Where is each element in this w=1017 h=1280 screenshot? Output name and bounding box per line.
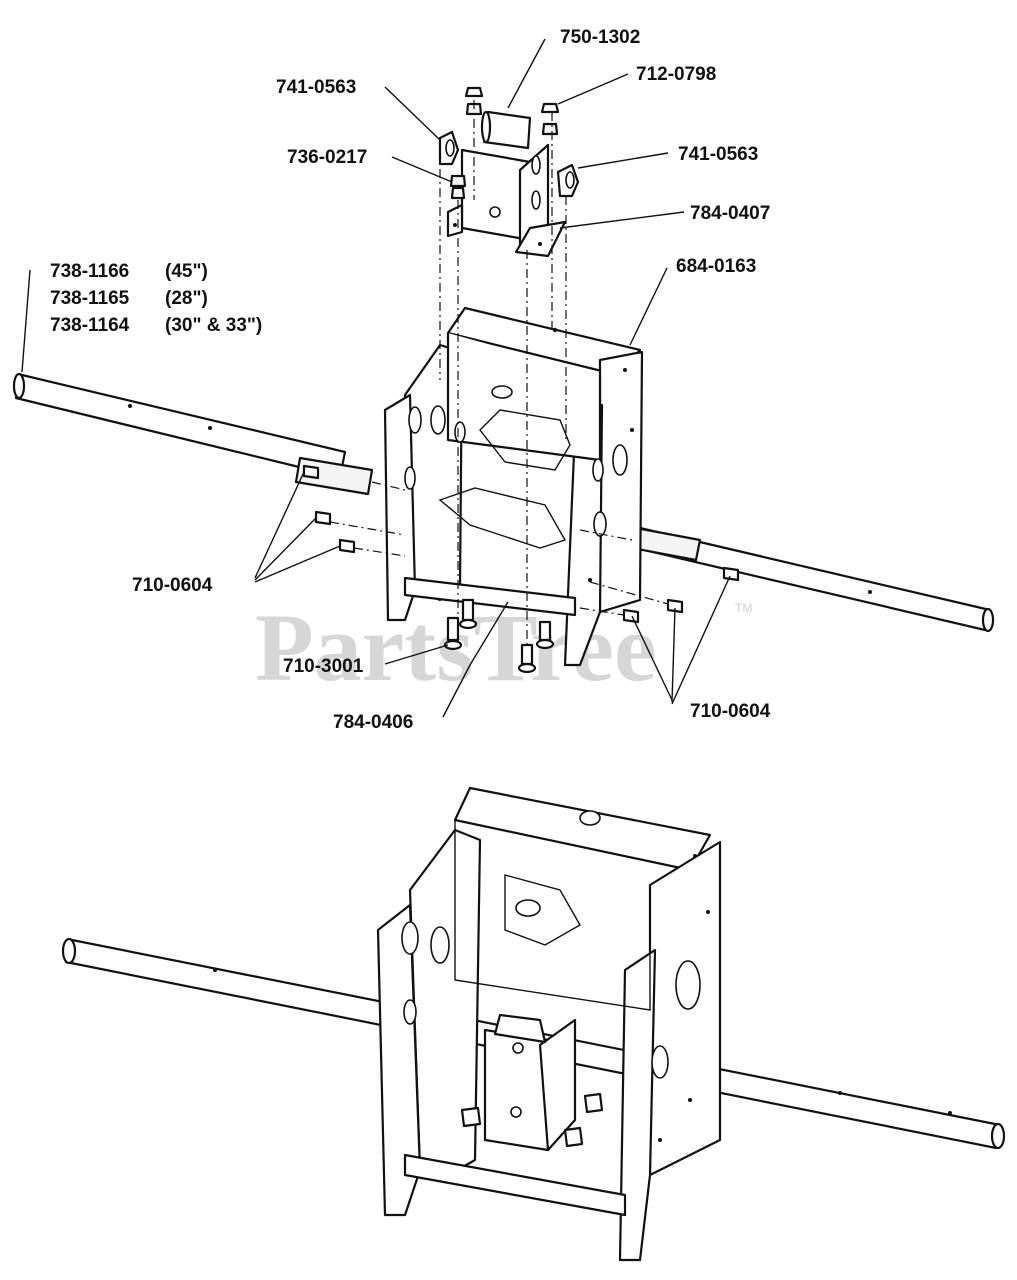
callout-710-3001: 710-3001 [283,656,364,677]
screws-710-0604-right[interactable] [622,566,740,624]
nut-left-top[interactable] [464,86,484,116]
bracket-750-1302[interactable] [480,110,532,150]
callout-axle-variant-1-size: (45") [165,261,208,282]
bolt-710-3001-a[interactable] [443,616,463,651]
nut-736-0217[interactable] [449,174,467,200]
callout-710-0604-left: 710-0604 [132,575,213,596]
bolt-710-3001-d[interactable] [535,620,555,650]
leader-lines [21,38,731,718]
bracket-assembled[interactable] [460,1013,604,1152]
bearing-741-0563-left[interactable] [438,130,460,166]
callout-labels: 750-1302 741-0563 712-0798 741-0563 736-… [50,27,771,733]
watermark-trademark: TM [735,601,752,615]
callout-712-0798: 712-0798 [636,64,716,85]
nut-712-0798[interactable] [540,102,560,136]
callout-axle-variant-2-size: (28") [165,288,208,309]
housing-frame[interactable] [383,306,644,667]
callout-axle-variant-3-size: (30" & 33") [165,315,262,336]
callout-axle-variant-3-part: 738-1164 [50,315,130,336]
callout-741-0563-right: 741-0563 [678,144,758,165]
callout-741-0563-left: 741-0563 [276,77,356,98]
bracket-784-0407[interactable] [446,143,567,258]
housing-assembled[interactable] [376,786,722,1262]
callout-710-0604-right: 710-0604 [690,701,771,722]
bolt-710-3001-b[interactable] [458,598,478,630]
screws-710-0604-left[interactable] [302,464,356,554]
axle-right-exploded[interactable] [630,526,995,633]
callout-784-0406: 784-0406 [333,712,413,733]
callout-axle-variant-1-part: 738-1166 [50,261,129,282]
callout-axle-variant-2-part: 738-1165 [50,288,130,309]
assembled-view [61,786,1006,1262]
bearing-741-0563-right[interactable] [556,163,580,198]
callout-736-0217: 736-0217 [287,147,367,168]
bolt-710-3001-c[interactable] [517,643,537,674]
callout-784-0407: 784-0407 [690,203,770,224]
callout-684-0163: 684-0163 [676,256,756,277]
exploded-view [12,86,995,674]
callout-750-1302: 750-1302 [560,27,640,48]
